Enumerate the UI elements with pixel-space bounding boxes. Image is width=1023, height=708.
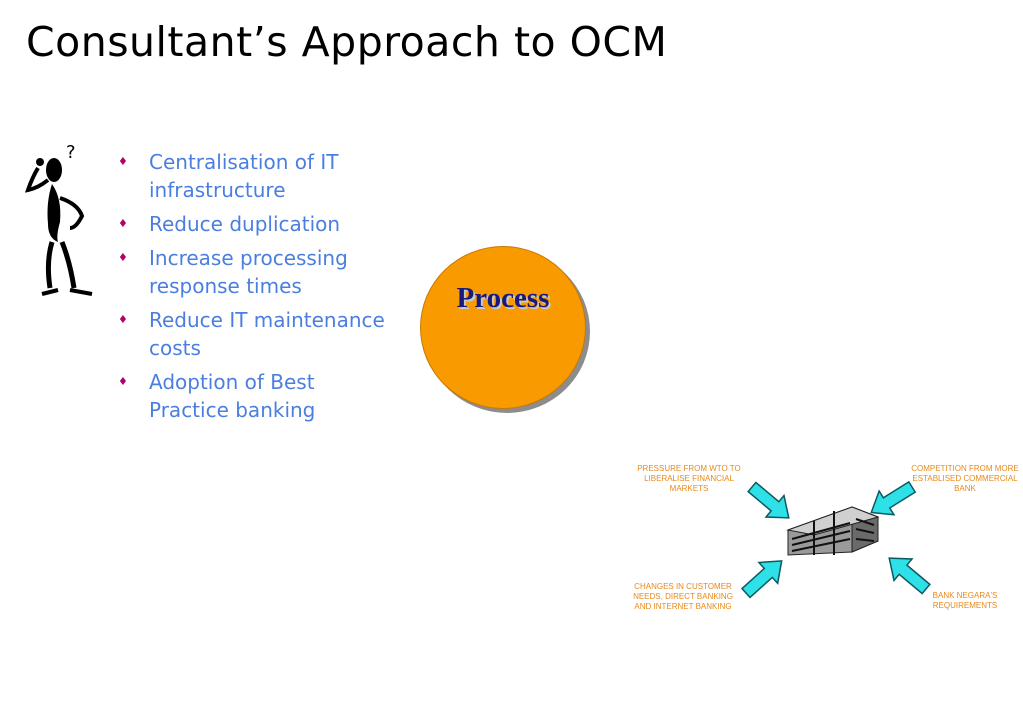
bullet-item: ♦Increase processing response times xyxy=(118,246,348,298)
bullet-item: ♦Centralisation of IT infrastructure xyxy=(118,150,339,202)
pressure-label-top-right: COMPETITION FROM MORE ESTABLISED COMMERC… xyxy=(911,464,1019,493)
slide-title: Consultant’s Approach to OCM xyxy=(26,18,668,66)
confused-person-icon: ? xyxy=(25,142,93,296)
diagram-graphics xyxy=(735,474,936,605)
arrow-icon xyxy=(742,475,799,530)
diamond-bullet-icon: ♦ xyxy=(118,217,128,230)
bullet-list: ♦Centralisation of IT infrastructure ♦Re… xyxy=(118,148,388,430)
process-circle: Process xyxy=(418,244,598,420)
pressures-diagram: PRESSURE FROM WTO TO LIBERALISE FINANCIA… xyxy=(620,455,1020,625)
pressure-label-top-left: PRESSURE FROM WTO TO LIBERALISE FINANCIA… xyxy=(637,464,741,493)
svg-text:?: ? xyxy=(66,142,76,163)
pressure-label-bottom-left: CHANGES IN CUSTOMER NEEDS, DIRECT BANKIN… xyxy=(633,582,733,611)
pressure-label-bottom-right: BANK NEGARA'S REQUIREMENTS xyxy=(932,591,998,610)
process-label: Process xyxy=(456,282,550,314)
bank-building-icon xyxy=(786,506,880,556)
diamond-bullet-icon: ♦ xyxy=(118,375,128,388)
arrow-icon xyxy=(879,546,936,601)
circle-shape xyxy=(420,246,586,409)
bullet-item: ♦Reduce IT maintenance costs xyxy=(118,308,385,360)
diamond-bullet-icon: ♦ xyxy=(118,313,128,326)
diamond-bullet-icon: ♦ xyxy=(118,251,128,264)
diamond-bullet-icon: ♦ xyxy=(118,155,128,168)
bullet-item: ♦Reduce duplication xyxy=(118,212,341,236)
bullet-item: ♦Adoption of Best Practice banking xyxy=(118,370,316,422)
arrow-icon xyxy=(735,549,792,605)
